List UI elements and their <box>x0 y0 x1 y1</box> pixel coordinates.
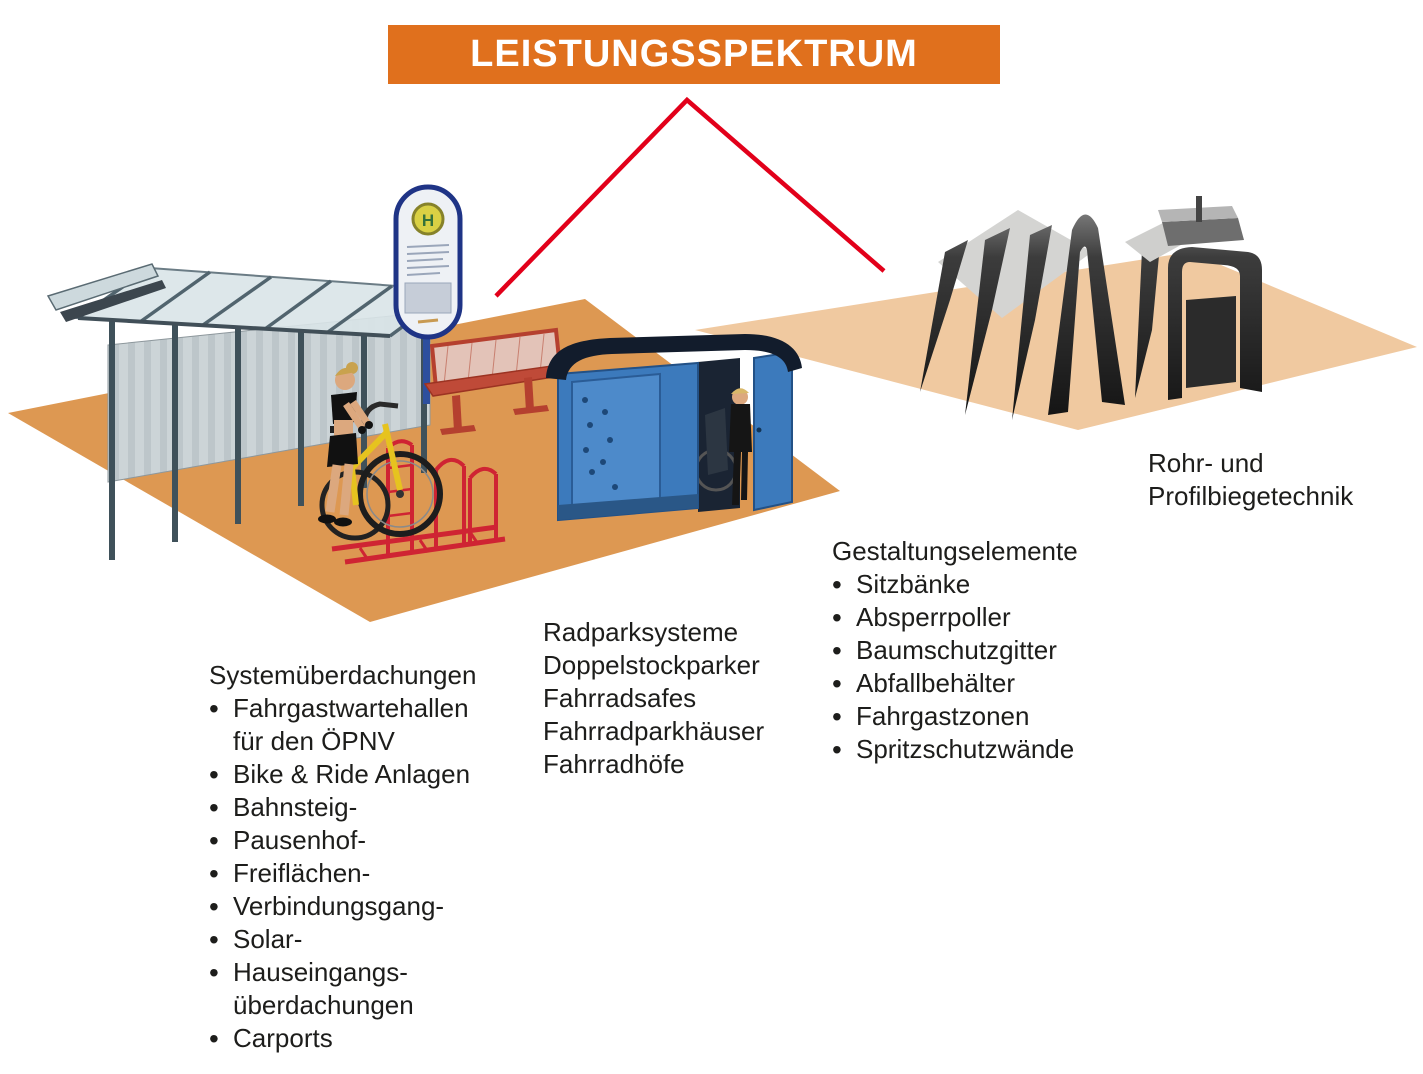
list-item: •Sitzbänke <box>832 569 971 600</box>
list-item: für den ÖPNV <box>233 726 395 756</box>
sign-bottom-mark <box>417 318 439 324</box>
list-item: •Bike & Ride Anlagen <box>209 759 471 790</box>
list-item: •Carports <box>209 1023 333 1054</box>
cyclist-shorts <box>327 433 358 467</box>
list-item: Profilbiegetechnik <box>1148 481 1354 511</box>
shelter-wing-roof <box>46 263 160 311</box>
list-item: Fahrradhöfe <box>543 749 685 779</box>
list-heading: Systemüberdachungen <box>209 660 477 690</box>
list-item: überdachungen <box>233 990 414 1020</box>
list-item: •Verbindungsgang- <box>209 891 445 922</box>
sculpture-arch <box>1048 214 1125 415</box>
box-hinge-dots <box>582 397 618 490</box>
pointer-lines <box>494 96 886 298</box>
bench-mesh-lines <box>443 333 545 386</box>
bike-box-illustration <box>546 334 802 522</box>
shelter-posts <box>109 318 427 560</box>
bus-stop-h-icon <box>411 202 445 236</box>
list-radparksysteme: Radparksysteme Doppelstockparker Fahrrad… <box>543 616 764 781</box>
box-roof <box>546 334 802 380</box>
sign-timetable-lines <box>406 244 450 276</box>
box-person <box>729 404 752 452</box>
list-item: •Fahrgastwartehallen <box>209 693 469 724</box>
bike-front-wheel <box>357 451 443 537</box>
bus-shelter-illustration <box>46 263 455 560</box>
sign-timetable-block <box>404 282 452 314</box>
list-item: •Pausenhof- <box>209 825 366 856</box>
sculpture-tunnel <box>1168 247 1262 400</box>
tube-sculpture-illustration <box>920 196 1262 420</box>
list-item: •Bahnsteig- <box>209 792 358 823</box>
list-gestaltungselemente: Gestaltungselemente •Sitzbänke •Absperrp… <box>832 535 1078 766</box>
sculpture-sheet <box>938 210 1092 318</box>
list-item: Fahrradparkhäuser <box>543 716 765 746</box>
list-heading: Gestaltungselemente <box>832 536 1078 566</box>
bench-legs <box>440 377 549 435</box>
list-item: •Hauseingangs- <box>209 957 408 988</box>
bike-rack-illustration <box>331 439 506 565</box>
box-base <box>558 494 698 520</box>
shelter-fascia <box>60 280 166 322</box>
list-item: Rohr- und <box>1148 448 1264 478</box>
title-banner: LEISTUNGSSPEKTRUM <box>388 25 1000 84</box>
list-systemueberdachungen: Systemüberdachungen •Fahrgastwartehallen… <box>209 659 476 1055</box>
bus-stop-sign-illustration: H <box>393 184 463 404</box>
platform-right <box>695 252 1417 430</box>
list-item: •Spritzschutzwände <box>832 734 1075 765</box>
bus-stop-h-label: H <box>422 211 434 230</box>
list-item: •Absperrpoller <box>832 602 1011 633</box>
list-item: •Baumschutzgitter <box>832 635 1057 666</box>
list-item: •Fahrgastzonen <box>832 701 1030 732</box>
cyclist-illustration <box>318 362 373 527</box>
list-item: Doppelstockparker <box>543 650 760 680</box>
list-item: •Freiflächen- <box>209 858 371 889</box>
list-item: Fahrradsafes <box>543 683 697 713</box>
list-item: •Solar- <box>209 924 303 955</box>
label-rohr-profilbiegetechnik: Rohr- und Profilbiegetechnik <box>1148 447 1353 513</box>
list-item: •Abfallbehälter <box>832 668 1015 699</box>
list-item: Radparksysteme <box>543 617 739 647</box>
shelter-roof-front-edge <box>77 316 391 338</box>
page-title: LEISTUNGSSPEKTRUM <box>470 33 918 75</box>
